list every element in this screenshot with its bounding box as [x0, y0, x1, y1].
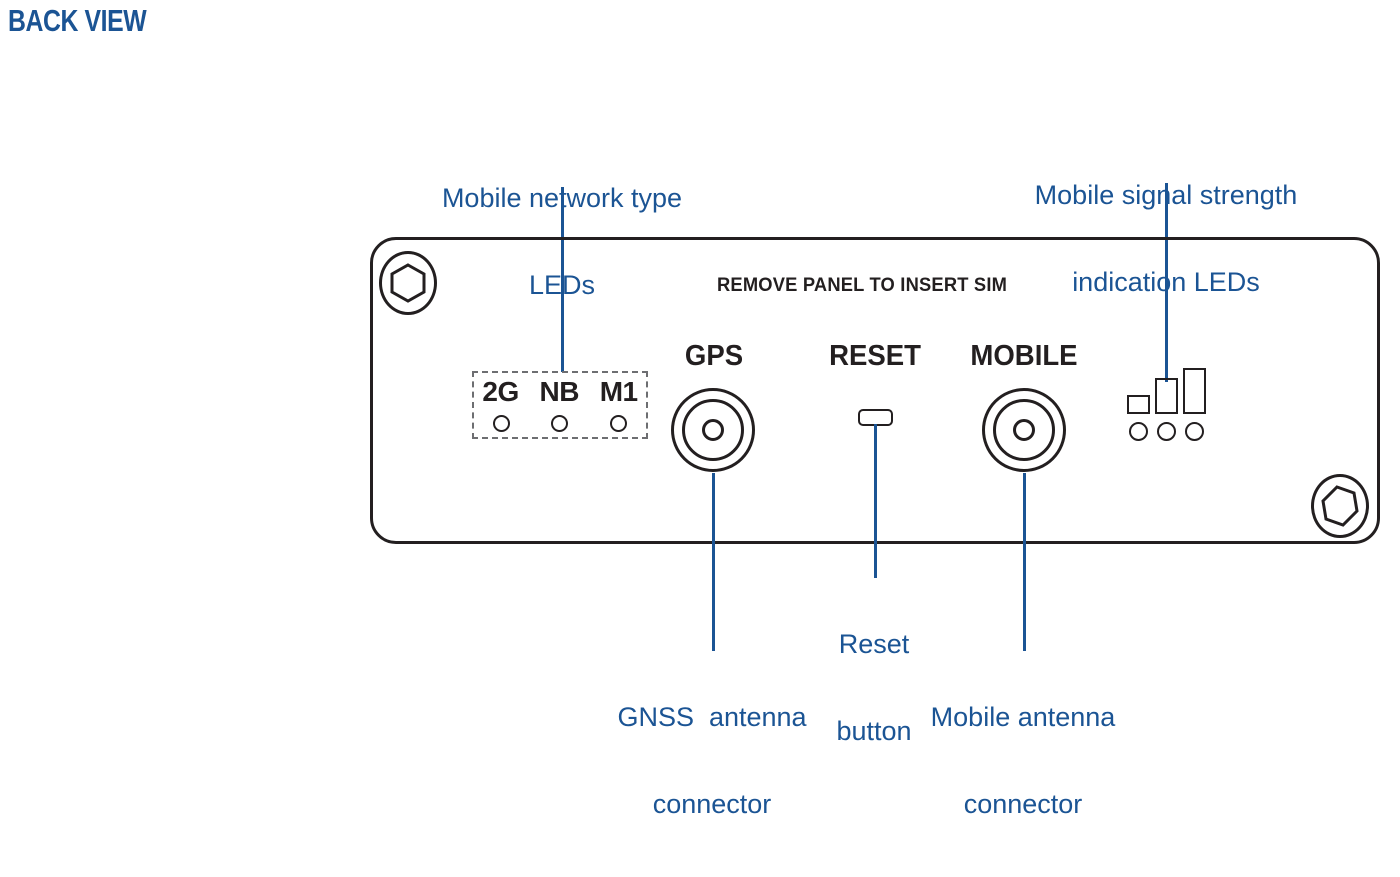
screw-ring	[379, 251, 437, 315]
network-type-led-labels: 2G NB M1	[472, 376, 648, 408]
coax-middle-ring	[682, 399, 744, 461]
coax-outer-ring	[982, 388, 1066, 472]
leader-line-reset-button	[874, 424, 877, 578]
signal-led-indicator-1	[1129, 422, 1148, 441]
signal-bar-3	[1183, 368, 1206, 414]
callout-mobile-signal-strength-leds: Mobile signal strength indication LEDs	[1001, 123, 1331, 355]
signal-led-indicator-3	[1185, 422, 1204, 441]
coax-center-pin	[1013, 419, 1035, 441]
hex-socket-icon	[390, 263, 426, 303]
coax-center-pin	[702, 419, 724, 441]
callout-line-1: Mobile signal strength	[1034, 180, 1298, 210]
callout-line-1: Reset	[838, 629, 910, 659]
page-title: BACK VIEW	[8, 3, 147, 38]
callout-line-1: Mobile antenna	[930, 702, 1116, 732]
led-label-2g: 2G	[482, 376, 519, 407]
led-label-nb: NB	[539, 376, 579, 407]
back-view-diagram: BACK VIEW Mobile network type LEDs Mobil…	[8, 3, 1380, 819]
callout-line-1: Mobile network type	[441, 183, 683, 213]
signal-bar-2	[1155, 378, 1178, 414]
callout-mobile-antenna-connector: Mobile antenna connector	[903, 645, 1143, 877]
mobile-antenna-connector[interactable]	[982, 388, 1066, 472]
led-indicator-m1	[610, 415, 628, 432]
leader-line-network-type-leds	[561, 187, 564, 372]
callout-line-2: connector	[963, 789, 1083, 819]
hex-socket-icon	[1321, 485, 1359, 527]
signal-bar-1	[1127, 395, 1150, 414]
screw-top-left	[379, 251, 437, 315]
led-label-m1: M1	[599, 376, 638, 407]
gnss-antenna-connector[interactable]	[671, 388, 755, 472]
network-type-led-indicators	[472, 415, 648, 432]
gps-port-label: GPS	[684, 340, 744, 372]
screw-ring	[1311, 474, 1369, 538]
led-indicator-nb	[551, 415, 569, 432]
network-type-led-group-outline	[472, 371, 648, 439]
coax-outer-ring	[671, 388, 755, 472]
screw-bottom-right	[1311, 474, 1369, 538]
mobile-port-label: MOBILE	[970, 340, 1078, 372]
signal-led-indicator-2	[1157, 422, 1176, 441]
coax-middle-ring	[993, 399, 1055, 461]
leader-line-signal-strength-leds	[1165, 183, 1168, 382]
remove-panel-to-insert-sim-text: REMOVE PANEL TO INSERT SIM	[717, 274, 1008, 296]
led-indicator-2g	[492, 415, 510, 432]
leader-line-gnss-antenna	[712, 473, 715, 651]
leader-line-mobile-antenna	[1023, 473, 1026, 651]
reset-port-label: RESET	[829, 340, 921, 372]
